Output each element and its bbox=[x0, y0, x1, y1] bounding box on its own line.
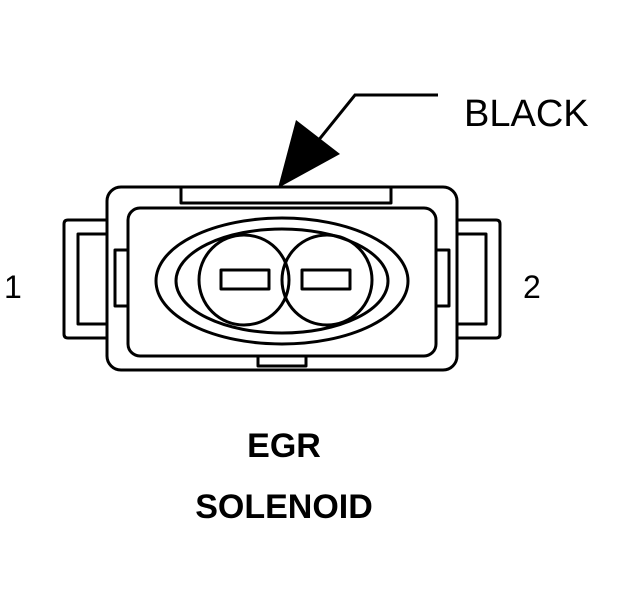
seal-inner-oval bbox=[174, 227, 390, 335]
component-name-line-2: SOLENOID bbox=[195, 488, 373, 526]
housing-top-ridge bbox=[179, 187, 393, 205]
pin-2-label: 2 bbox=[523, 269, 541, 305]
pin-1-cavity bbox=[197, 233, 291, 327]
connector-housing bbox=[105, 185, 459, 372]
wire-color-leader bbox=[278, 93, 438, 188]
leader-line bbox=[303, 93, 438, 158]
right-latch-tab bbox=[434, 218, 502, 340]
face-bottom-key bbox=[256, 356, 308, 368]
pin-1-label: 1 bbox=[4, 269, 22, 305]
connector-face bbox=[126, 206, 438, 358]
pin-2-cavity bbox=[280, 233, 374, 327]
wire-color-label: BLACK bbox=[464, 93, 589, 135]
pin-1-terminal bbox=[219, 268, 271, 291]
component-name-line-1: EGR bbox=[247, 427, 321, 465]
arrow-head-icon bbox=[278, 120, 340, 188]
seal-outer-oval bbox=[154, 216, 410, 346]
pin-2-terminal bbox=[300, 268, 352, 291]
left-latch-tab bbox=[62, 218, 130, 340]
